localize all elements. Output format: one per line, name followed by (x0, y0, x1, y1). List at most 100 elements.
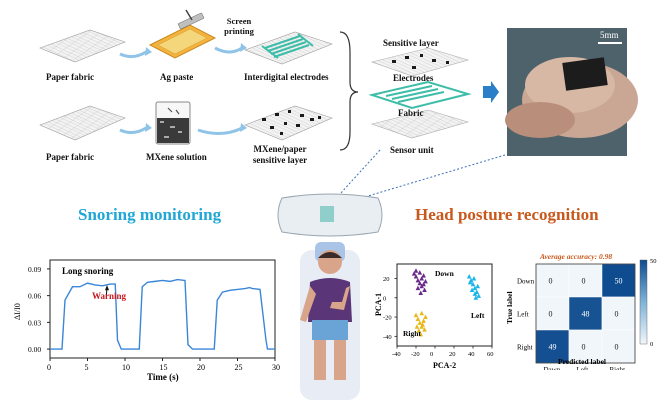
label-fabric: Fabric (398, 108, 424, 118)
cm-cell-value: 0 (615, 343, 619, 352)
snoring-xtick-label: 20 (197, 363, 205, 372)
paper-fabric-1 (39, 29, 126, 63)
pca-point-right (414, 324, 420, 329)
snoring-ytick-label: 0.00 (28, 345, 41, 354)
mxene-paper-layer (244, 105, 333, 141)
process-illustration (39, 9, 638, 200)
arrow-icon (119, 126, 147, 135)
cm-cell (568, 296, 603, 331)
pca-point-down (417, 270, 423, 275)
cm-cell (601, 263, 636, 298)
label-paper-fabric-1: Paper fabric (46, 72, 95, 82)
cm-cell-value: 50 (615, 277, 623, 286)
pca-point-right (415, 316, 421, 321)
pca-plot-frame (396, 263, 493, 347)
snoring-xtick-label: 5 (85, 363, 89, 372)
sensor-stack (368, 47, 472, 139)
scale-bar-label: 5mm (600, 30, 619, 40)
snoring-series-line (50, 278, 275, 350)
cm-ytick-label: Down (517, 278, 535, 286)
pca-point-left (469, 287, 475, 293)
pca-xtick-label: -40 (392, 351, 401, 358)
pca-xlabel: PCA-2 (433, 361, 456, 370)
arrow-head-icon (240, 123, 247, 132)
cm-frame (535, 263, 636, 364)
pca-point-right (418, 331, 424, 337)
arrow-icon (197, 126, 243, 135)
label-sensor-unit: Sensor unit (390, 145, 434, 155)
pca-point-left (472, 291, 478, 296)
pca-point-left (472, 285, 478, 291)
snoring-ytick-label: 0.09 (28, 265, 41, 274)
pca-xtick-label: 60 (487, 351, 494, 358)
cm-cell (535, 263, 570, 298)
snoring-xtick-label: 15 (160, 363, 168, 372)
pca-label-right: Right (403, 329, 421, 338)
cm-xtick-label: Left (577, 366, 589, 370)
pca-point-down (423, 278, 428, 284)
pca-point-down (413, 274, 419, 279)
cm-cell-value: 48 (582, 310, 590, 319)
arrow-icon (214, 46, 243, 54)
pca-point-right (419, 310, 424, 316)
pca-point-down (421, 281, 426, 287)
cm-colorbar-tick: 0 (650, 341, 653, 348)
cm-cell-value: 0 (615, 310, 619, 319)
pca-point-down (413, 268, 419, 273)
label-sensitive-layer: Sensitive layer (383, 38, 439, 48)
cm-xlabel: Predicted label (558, 357, 606, 366)
snoring-xtick-label: 10 (122, 363, 130, 372)
pca-point-down (419, 275, 424, 281)
mxene-beaker (155, 101, 191, 145)
snoring-xtick-label: 30 (272, 363, 280, 372)
pca-point-right (422, 327, 427, 332)
pca-point-left (471, 275, 477, 281)
person-illustration (277, 193, 383, 400)
pca-point-down (417, 280, 423, 286)
cm-cell (568, 263, 603, 298)
cm-cell-value: 0 (582, 343, 586, 352)
cm-cell-value: 0 (549, 310, 553, 319)
cm-xtick-label: Right (610, 366, 626, 370)
pca-ytick-label: 0 (383, 295, 386, 302)
cm-xtick-label: Dawn (544, 366, 561, 370)
snoring-xtick-label: 25 (235, 363, 243, 372)
pca-ytick-label: -20 (383, 315, 392, 322)
pca-ylabel: PCA-1 (374, 293, 383, 316)
label-ag-paste: Ag paste (160, 72, 194, 82)
pca-point-left (467, 279, 473, 285)
pca-xtick-label: 20 (449, 351, 456, 358)
pca-point-right (420, 322, 425, 327)
arrow-head-icon (145, 123, 152, 132)
sensor-photo (505, 28, 638, 156)
snoring-xtick-label: 0 (47, 363, 51, 372)
pca-xtick-label: -20 (411, 351, 420, 358)
pca-point-right (417, 320, 423, 325)
label-paper-fabric-2: Paper fabric (46, 152, 95, 162)
pca-point-down (421, 273, 426, 278)
pca-label-down: Down (435, 269, 455, 278)
cm-title: Average accuracy: 0.98 (539, 252, 612, 261)
pca-point-left (470, 281, 476, 287)
cm-cell (601, 329, 636, 364)
cm-ytick-label: Right (517, 344, 533, 352)
snoring-ylabel: ΔI/I0 (13, 303, 22, 320)
pca-point-left (473, 295, 479, 300)
cm-cell-value: 0 (582, 277, 586, 286)
cm-ylabel: True label (505, 291, 514, 324)
cm-cell (535, 329, 570, 364)
arrow-icon (119, 50, 147, 59)
pca-point-left (466, 274, 472, 279)
heading-snoring: Snoring monitoring (78, 205, 222, 224)
label-electrodes: Electrodes (393, 73, 434, 83)
pca-point-right (416, 328, 422, 333)
label-screen-printing: Screen printing (224, 16, 254, 36)
pca-point-down (422, 287, 427, 293)
pillow-sensor (277, 193, 383, 237)
cm-ytick-label: Left (517, 311, 529, 319)
pca-point-down (415, 285, 421, 291)
snoring-warning: Warning (92, 291, 127, 301)
